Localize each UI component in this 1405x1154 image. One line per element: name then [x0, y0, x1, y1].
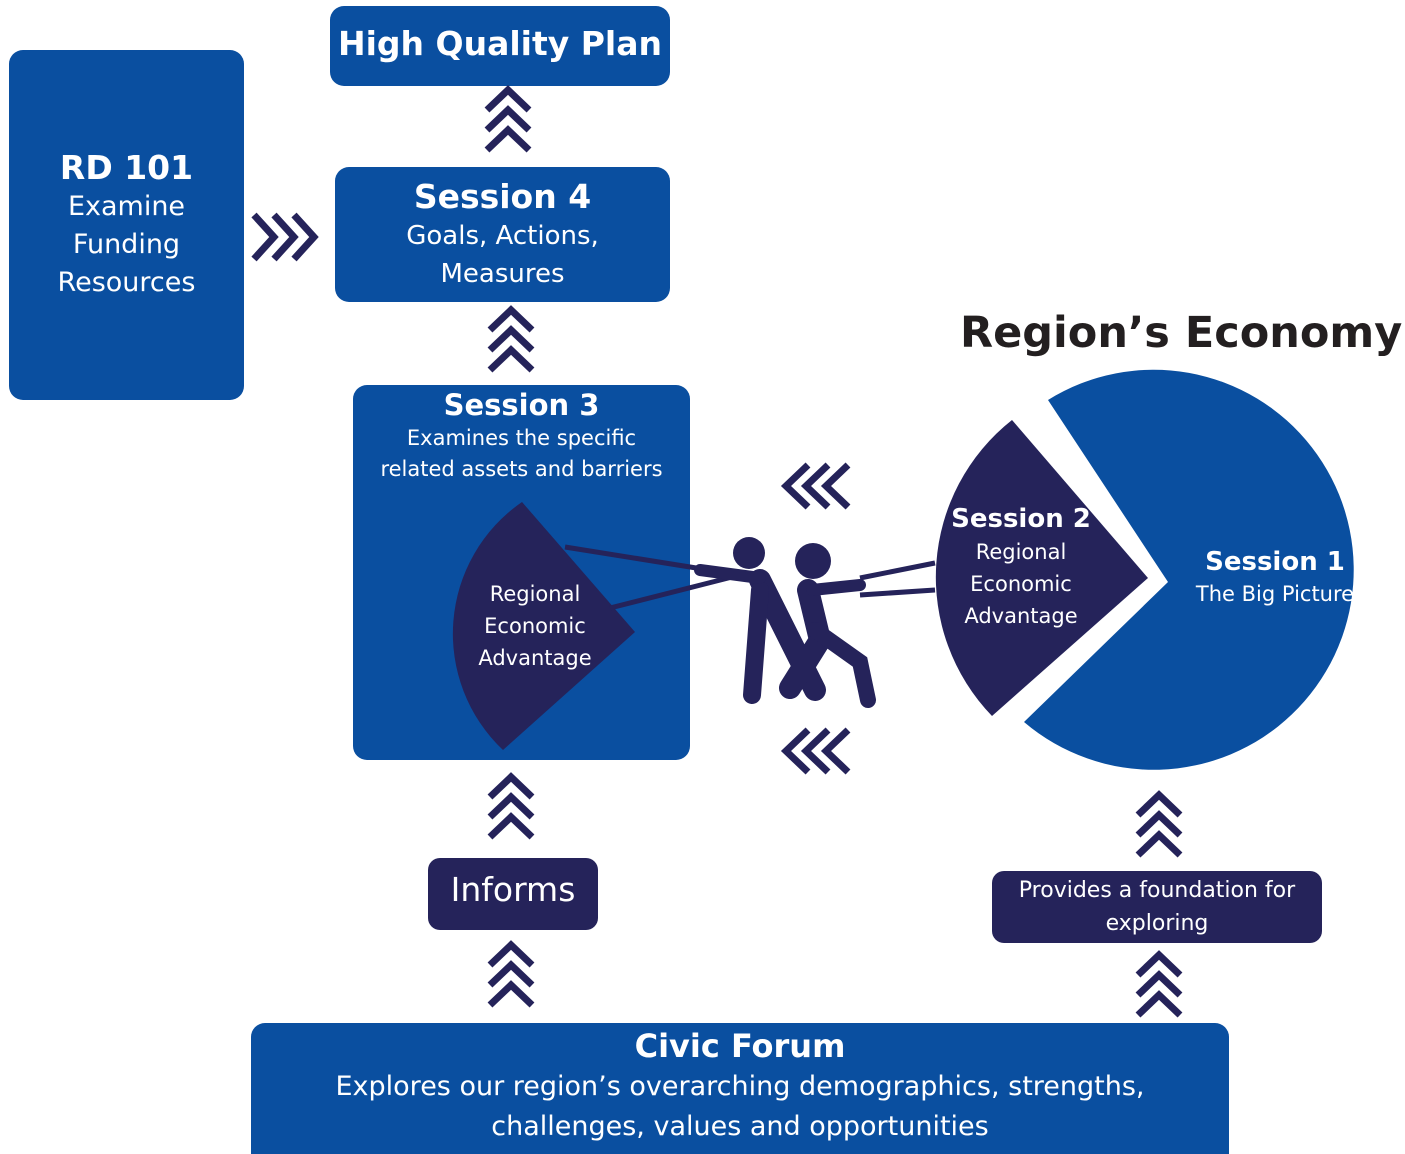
high-quality-plan-box: High Quality Plan	[330, 6, 670, 86]
chevron-left-icon	[780, 727, 851, 775]
chevron-up-icon	[1135, 790, 1183, 858]
session2-line-2: Economic	[970, 572, 1072, 596]
high-quality-plan-title: High Quality Plan	[337, 24, 662, 63]
session3-line-1: Examines the specific	[406, 426, 637, 450]
session4-line-1: Goals, Actions,	[406, 221, 599, 251]
session4-line-2: Measures	[440, 259, 565, 289]
session1-pie-icon	[1024, 369, 1354, 770]
session2-title: Session 2	[951, 504, 1091, 534]
session3-wedge-icon	[452, 502, 635, 750]
civic-forum-line-2: challenges, values and opportunities	[491, 1111, 989, 1142]
civic-forum-line-1: Explores our region’s overarching demogr…	[335, 1071, 1145, 1102]
session2-label: Session 2 Regional Economic Advantage	[940, 502, 1102, 632]
chevron-up-icon	[487, 772, 535, 840]
informs-box: Informs	[428, 858, 598, 930]
chevron-up-icon	[1135, 950, 1183, 1018]
foundation-line-2: exploring	[1105, 911, 1209, 936]
session1-subtitle: The Big Picture	[1195, 582, 1355, 606]
chevron-up-icon	[487, 305, 535, 373]
chevron-left-icon	[780, 462, 851, 510]
session3-title: Session 3	[443, 388, 600, 422]
session2-line-3: Advantage	[964, 604, 1078, 628]
session2-line-1: Regional	[975, 540, 1067, 564]
rd101-box: RD 101 Examine Funding Resources	[9, 50, 244, 400]
foundation-box: Provides a foundation for exploring	[992, 871, 1322, 943]
session3-wedge-line-1: Regional	[489, 582, 581, 606]
rd101-line-2: Funding	[72, 229, 181, 260]
chevron-up-icon	[487, 940, 535, 1008]
session1-title: Session 1	[1205, 547, 1345, 577]
chevron-up-icon	[484, 85, 532, 153]
session3-wedge-line-3: Advantage	[478, 646, 592, 670]
session3-wedge-label: Regional Economic Advantage	[455, 578, 615, 674]
session3-wedge-line-2: Economic	[484, 614, 586, 638]
foundation-line-1: Provides a foundation for	[1018, 878, 1296, 903]
rd101-line-3: Resources	[57, 267, 196, 298]
rd101-title: RD 101	[59, 148, 194, 187]
session3-line-2: related assets and barriers	[380, 457, 663, 481]
session4-box: Session 4 Goals, Actions, Measures	[335, 167, 670, 302]
civic-forum-box: Civic Forum Explores our region’s overar…	[251, 1023, 1229, 1154]
session2-wedge-icon	[935, 420, 1148, 716]
session4-title: Session 4	[413, 177, 592, 216]
session1-label: Session 1 The Big Picture	[1180, 545, 1370, 609]
chevron-right-icon	[251, 212, 319, 262]
rd101-line-1: Examine	[67, 191, 186, 222]
civic-forum-title: Civic Forum	[634, 1027, 846, 1065]
tug-of-war-figures-icon	[694, 537, 876, 708]
informs-label: Informs	[450, 870, 576, 909]
region-economy-heading: Region’s Economy	[960, 308, 1403, 358]
